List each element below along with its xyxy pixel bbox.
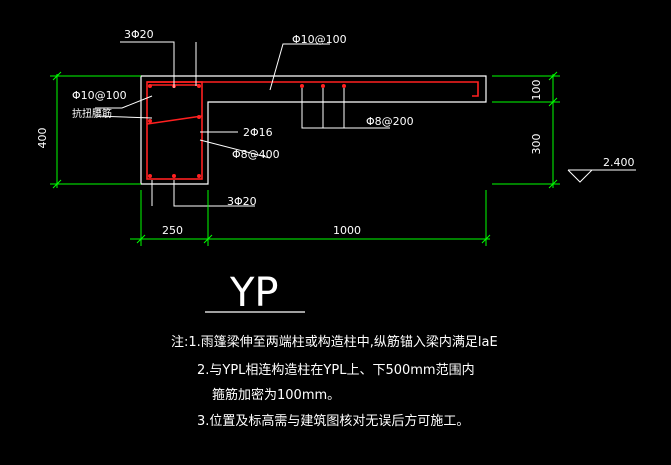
rebar-dots bbox=[148, 84, 346, 178]
stirrup-inner bbox=[146, 115, 203, 125]
label-stirrup: Φ8@400 bbox=[232, 148, 280, 161]
note-line-3: 箍筋加密为100mm。 bbox=[212, 388, 341, 403]
note-line-2: 2.与YPL相连构造柱在YPL上、下500mm范围内 bbox=[197, 363, 475, 378]
note-line-4: 3.位置及标高需与建筑图核对无误后方可施工。 bbox=[197, 414, 470, 429]
slab-top-bar bbox=[147, 81, 479, 97]
dim-250: 250 bbox=[162, 224, 183, 237]
drawing-title: YP bbox=[229, 270, 279, 316]
label-left-bar: Φ10@100 bbox=[72, 89, 127, 102]
stirrup-outer bbox=[146, 81, 203, 180]
dim-100: 100 bbox=[530, 80, 543, 101]
elevation-symbol bbox=[567, 169, 636, 183]
label-left-note: 抗扭腰筋 bbox=[72, 107, 112, 120]
label-top-bars: 3Φ20 bbox=[124, 28, 154, 41]
rebar-group bbox=[146, 81, 479, 180]
label-slab-bar: Φ8@200 bbox=[366, 115, 414, 128]
label-bottom-bars: 3Φ20 bbox=[227, 195, 257, 208]
dimension-lines bbox=[50, 71, 560, 246]
dim-1000: 1000 bbox=[333, 224, 361, 237]
dim-400: 400 bbox=[36, 128, 49, 149]
concrete-outline bbox=[140, 75, 487, 185]
note-line-1: 注:1.雨篷梁伸至两端柱或构造柱中,纵筋锚入梁内满足laE bbox=[171, 335, 498, 350]
label-elevation: 2.400 bbox=[603, 156, 635, 169]
dim-300: 300 bbox=[530, 134, 543, 155]
label-side-bars: 2Φ16 bbox=[243, 126, 273, 139]
label-slab-top-bar: Φ10@100 bbox=[292, 33, 347, 46]
leader-lines bbox=[94, 41, 390, 207]
